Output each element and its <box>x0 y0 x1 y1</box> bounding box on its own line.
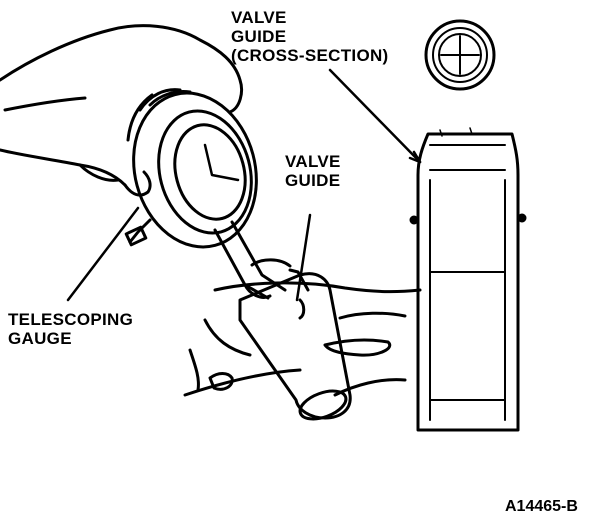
cylinder-head-casting <box>183 281 422 397</box>
label-line: TELESCOPING <box>8 310 134 329</box>
telescoping-gauge-label: TELESCOPING GAUGE <box>8 310 133 348</box>
valve-guide-cross-section <box>409 127 527 432</box>
valve-guide-cross-section-label: VALVE GUIDE (CROSS-SECTION) <box>231 8 389 65</box>
telescoping-gauge-leader-line <box>66 206 140 302</box>
label-line: GAUGE <box>8 329 72 348</box>
label-line: GUIDE <box>285 171 341 190</box>
figure-id: A14465-B <box>505 498 578 515</box>
leader-lines <box>66 68 422 302</box>
valve-guide-label: VALVE GUIDE <box>285 152 341 190</box>
valve-guide-in-head <box>238 258 352 421</box>
label-line: (CROSS-SECTION) <box>231 46 389 65</box>
label-line: VALVE <box>285 152 341 171</box>
valve-guide-leader-line <box>295 213 312 302</box>
label-line: GUIDE <box>231 27 287 46</box>
cross-section-leader-line <box>328 68 422 164</box>
valve-guide-end-view <box>424 19 496 91</box>
telescoping-gauge-instrument <box>124 88 287 300</box>
label-line: VALVE <box>231 8 287 27</box>
